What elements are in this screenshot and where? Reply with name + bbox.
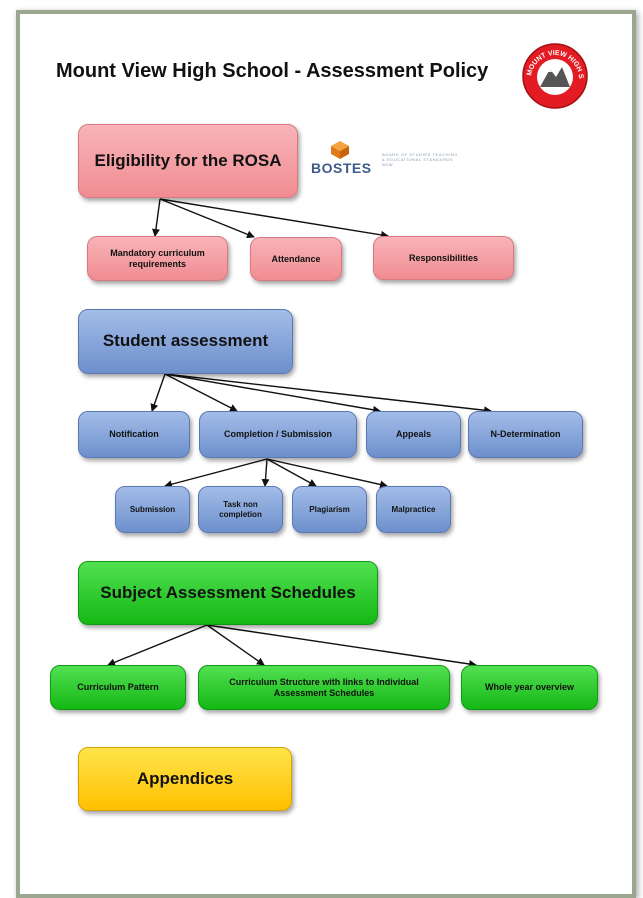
connector-lines (107, 198, 492, 668)
node-task-non-completion[interactable]: Task non completion (198, 486, 283, 533)
node-completion-submission[interactable]: Completion / Submission (199, 411, 357, 458)
node-student-assessment[interactable]: Student assessment (78, 309, 293, 374)
school-logo: MOUNT VIEW HIGH SCHOOL (520, 41, 588, 109)
bostes-wordmark: BOSTES (311, 160, 372, 176)
node-curriculum-pattern[interactable]: Curriculum Pattern (50, 665, 186, 710)
bostes-tagline: BOARD OF STUDIES TEACHING & EDUCATIONAL … (382, 152, 459, 168)
node-whole-year-overview[interactable]: Whole year overview (461, 665, 598, 710)
page-title: Mount View High School - Assessment Poli… (56, 60, 489, 82)
node-curriculum-structure[interactable]: Curriculum Structure with links to Indiv… (198, 665, 450, 710)
node-mandatory-curriculum[interactable]: Mandatory curriculum requirements (87, 236, 228, 281)
bostes-logo-icon (331, 141, 349, 159)
node-appeals[interactable]: Appeals (366, 411, 461, 458)
node-responsibilities[interactable]: Responsibilities (373, 236, 514, 280)
node-submission[interactable]: Submission (115, 486, 190, 533)
node-notification[interactable]: Notification (78, 411, 190, 458)
node-plagiarism[interactable]: Plagiarism (292, 486, 367, 533)
node-eligibility-rosa[interactable]: Eligibility for the ROSA (78, 124, 298, 198)
node-attendance[interactable]: Attendance (250, 237, 342, 281)
node-malpractice[interactable]: Malpractice (376, 486, 451, 533)
node-subject-assessment-schedules[interactable]: Subject Assessment Schedules (78, 561, 378, 625)
node-appendices[interactable]: Appendices (78, 747, 292, 811)
node-n-determination[interactable]: N-Determination (468, 411, 583, 458)
